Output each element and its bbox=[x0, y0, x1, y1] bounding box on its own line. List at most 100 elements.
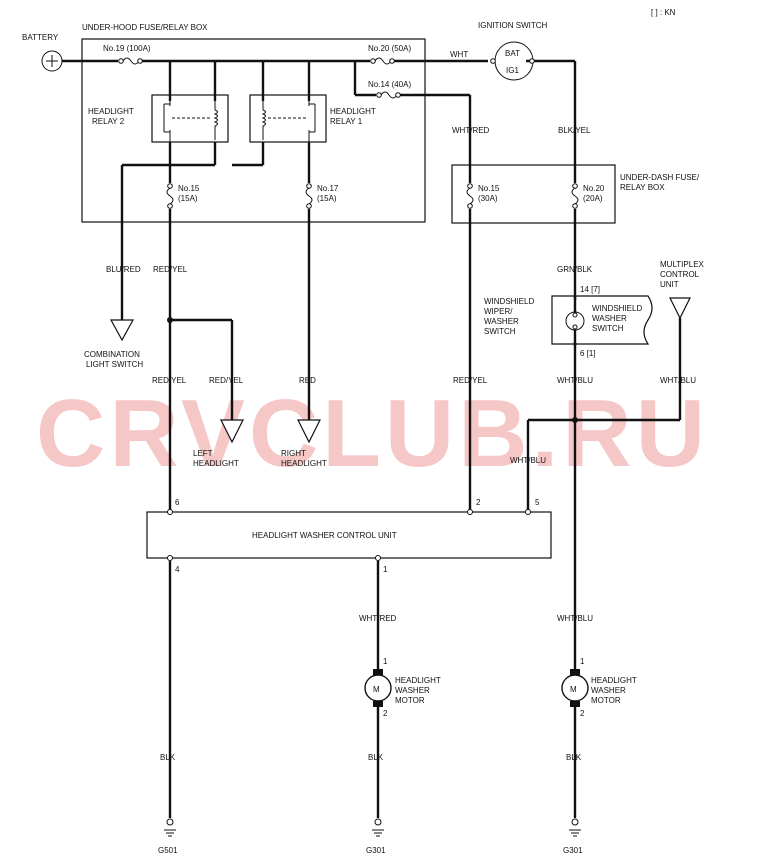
motor-a-label-3: MOTOR bbox=[395, 696, 425, 705]
underdash-box-label-2: RELAY BOX bbox=[620, 183, 665, 192]
headlight-washer-motor-a bbox=[364, 669, 392, 707]
ground-g301-a-label: G301 bbox=[366, 846, 386, 855]
right-headlight-label-1: RIGHT bbox=[281, 449, 306, 458]
battery-icon bbox=[41, 50, 63, 72]
underhood-fuse-box bbox=[81, 38, 426, 223]
cu-pin-4: 4 bbox=[175, 565, 180, 574]
motor-a-pin-1: 1 bbox=[383, 657, 388, 666]
headlight-washer-control-unit bbox=[146, 511, 552, 559]
pin-14-7-label: 14 [7] bbox=[580, 285, 600, 294]
combination-label-1: COMBINATION bbox=[84, 350, 140, 359]
underhood-box-label: UNDER-HOOD FUSE/RELAY BOX bbox=[82, 23, 208, 32]
relay-2-contact-icon bbox=[163, 101, 210, 142]
motor-b-pin-1: 1 bbox=[580, 657, 585, 666]
fuse-15b-rating: (30A) bbox=[478, 194, 498, 203]
fuse-17-label: No.17 bbox=[317, 184, 339, 193]
fuse-15-icon bbox=[166, 183, 174, 209]
motor-b-label-1: HEADLIGHT bbox=[591, 676, 637, 685]
ground-g301-a-icon bbox=[372, 818, 384, 837]
motor-b-symbol: M bbox=[570, 685, 577, 694]
control-unit-label: HEADLIGHT WASHER CONTROL UNIT bbox=[252, 531, 397, 540]
motor-a-label-2: WASHER bbox=[395, 686, 430, 695]
fuse-19-icon bbox=[118, 57, 143, 65]
pin-6-1-label: 6 [1] bbox=[580, 349, 596, 358]
fuse-19-label: No.19 (100A) bbox=[103, 44, 151, 53]
relay-2-label-1: HEADLIGHT bbox=[88, 107, 134, 116]
relay-2-label-2: RELAY 2 bbox=[92, 117, 125, 126]
wire-blk-2-label: BLK bbox=[368, 753, 384, 762]
washer-switch-label-1: WINDSHIELD bbox=[592, 304, 642, 313]
left-headlight-label-1: LEFT bbox=[193, 449, 213, 458]
control-unit-terminals bbox=[167, 509, 531, 561]
wire-blu-red-label: BLU/RED bbox=[106, 265, 141, 274]
motor-b-label-3: MOTOR bbox=[591, 696, 621, 705]
wire-blk-1-label: BLK bbox=[160, 753, 176, 762]
wiper-switch-label-3: WASHER bbox=[484, 317, 519, 326]
multiplex-arrow bbox=[669, 297, 691, 320]
wire-wht-red-bottom-label: WHT/RED bbox=[359, 614, 397, 623]
wire-wht-blu-2-label: WHT/BLU bbox=[660, 376, 696, 385]
headlight-washer-motor-b bbox=[561, 669, 589, 707]
cu-pin-1: 1 bbox=[383, 565, 388, 574]
fuse-17-icon bbox=[305, 183, 313, 209]
battery-label: BATTERY bbox=[22, 33, 59, 42]
headlight-relay-1 bbox=[249, 94, 327, 143]
wiper-switch-label-1: WINDSHIELD bbox=[484, 297, 534, 306]
wire-wht-blu-1-label: WHT/BLU bbox=[557, 376, 593, 385]
wire-red-yel-4-label: RED/YEL bbox=[453, 376, 488, 385]
washer-switch-label-3: SWITCH bbox=[592, 324, 624, 333]
headlight-relay-2 bbox=[151, 94, 229, 143]
wire-wht-blu-bottom-label: WHT/BLU bbox=[557, 614, 593, 623]
ignition-switch bbox=[490, 41, 535, 81]
wire-red-label: RED bbox=[299, 376, 316, 385]
relay-1-contact-icon bbox=[268, 101, 316, 142]
fuse-20b-rating: (20A) bbox=[583, 194, 603, 203]
legend-note: [ ] : KN bbox=[651, 8, 676, 17]
wiper-switch-label-2: WIPER/ bbox=[484, 307, 513, 316]
motor-a-symbol: M bbox=[373, 685, 380, 694]
ground-g501-icon bbox=[164, 818, 176, 837]
fuse-14-icon bbox=[376, 91, 401, 99]
ignition-bat-label: BAT bbox=[505, 49, 520, 58]
left-headlight-label-2: HEADLIGHT bbox=[193, 459, 239, 468]
fuse-14-label: No.14 (40A) bbox=[368, 80, 411, 89]
motor-b-pin-2: 2 bbox=[580, 709, 585, 718]
cu-pin-5: 5 bbox=[535, 498, 540, 507]
fuse-20-label: No.20 (50A) bbox=[368, 44, 411, 53]
wire-grn-blk-label: GRN/BLK bbox=[557, 265, 593, 274]
relay-1-label-1: HEADLIGHT bbox=[330, 107, 376, 116]
right-headlight-label-2: HEADLIGHT bbox=[281, 459, 327, 468]
multiplex-label-1: MULTIPLEX bbox=[660, 260, 705, 269]
underdash-box-label-1: UNDER-DASH FUSE/ bbox=[620, 173, 700, 182]
wiper-switch-label-4: SWITCH bbox=[484, 327, 516, 336]
fuse-20-icon bbox=[370, 57, 395, 65]
combination-label-2: LIGHT SWITCH bbox=[86, 360, 143, 369]
right-headlight-arrow bbox=[297, 419, 321, 444]
combination-light-switch-arrow bbox=[109, 319, 135, 342]
left-headlight-arrow bbox=[220, 419, 244, 444]
wire-wht-label: WHT bbox=[450, 50, 468, 59]
ground-g301-b-label: G301 bbox=[563, 846, 583, 855]
multiplex-label-2: CONTROL bbox=[660, 270, 700, 279]
underdash-fuse-box bbox=[451, 164, 616, 224]
cu-pin-6: 6 bbox=[175, 498, 180, 507]
wire-wht-red-top-label: WHT/RED bbox=[452, 126, 490, 135]
wire-red-yel-3-label: RED/YEL bbox=[209, 376, 244, 385]
multiplex-label-3: UNIT bbox=[660, 280, 679, 289]
washer-switch-label-2: WASHER bbox=[592, 314, 627, 323]
ignition-switch-label: IGNITION SWITCH bbox=[478, 21, 548, 30]
fuse-15-rating: (15A) bbox=[178, 194, 198, 203]
fuse-17-rating: (15A) bbox=[317, 194, 337, 203]
wire-red-yel-1-label: RED/YEL bbox=[153, 265, 188, 274]
ground-g301-b-icon bbox=[569, 818, 581, 837]
fuse-20b-icon bbox=[571, 183, 579, 209]
ground-g501-label: G501 bbox=[158, 846, 178, 855]
washer-switch-icon bbox=[565, 311, 585, 331]
watermark: CRVCLUB.RU bbox=[36, 380, 709, 487]
wire-red-yel-2-label: RED/YEL bbox=[152, 376, 187, 385]
fuse-15b-label: No.15 bbox=[478, 184, 500, 193]
wire-blk-yel-label: BLK/YEL bbox=[558, 126, 591, 135]
fuse-15b-icon bbox=[466, 183, 474, 209]
relay-1-label-2: RELAY 1 bbox=[330, 117, 363, 126]
